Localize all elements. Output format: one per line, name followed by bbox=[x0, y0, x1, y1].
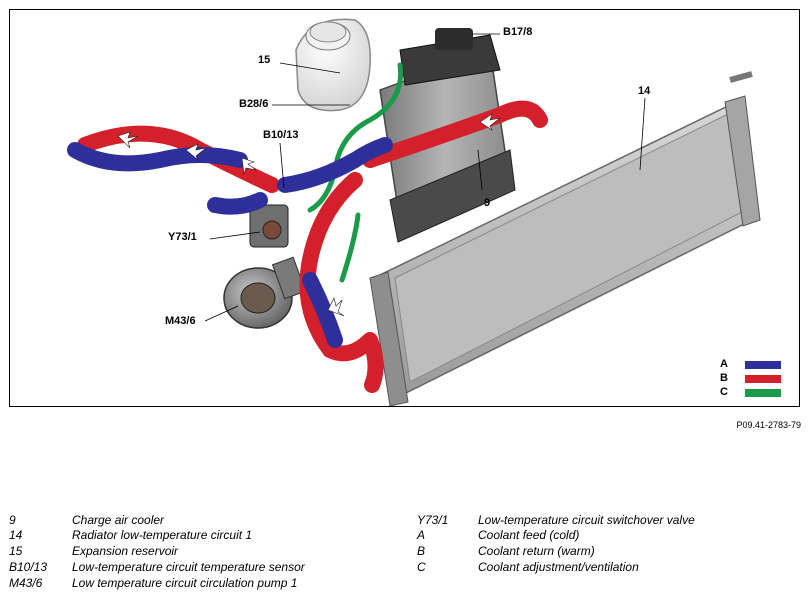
legend-swatch-a bbox=[745, 361, 781, 369]
key-code: 14 bbox=[9, 528, 23, 542]
key-code: 9 bbox=[9, 513, 16, 527]
expansion-reservoir bbox=[295, 18, 371, 112]
callout-9: 9 bbox=[484, 197, 491, 209]
callout-b17-8: B17/8 bbox=[503, 26, 533, 38]
callout-y73-1: Y73/1 bbox=[168, 231, 197, 243]
radiator-low-temp-circuit bbox=[369, 71, 761, 406]
feed-lines bbox=[67, 137, 393, 348]
flow-arrows bbox=[117, 113, 501, 317]
key-code: B10/13 bbox=[9, 560, 48, 574]
legend-letter-b: B bbox=[720, 372, 728, 384]
key-text: Low temperature circuit circulation pump… bbox=[72, 576, 298, 590]
circulation-pump bbox=[223, 256, 307, 329]
key-text: Coolant adjustment/ventilation bbox=[478, 560, 639, 574]
callout-b10-13: B10/13 bbox=[263, 129, 299, 141]
leader-lines bbox=[204, 33, 646, 322]
key-text: Charge air cooler bbox=[72, 513, 165, 527]
key-code: C bbox=[417, 560, 426, 574]
key-code: B bbox=[417, 544, 426, 558]
key-text: Low-temperature circuit switchover valve bbox=[478, 513, 695, 527]
callout-14: 14 bbox=[638, 85, 651, 97]
key-code: A bbox=[417, 528, 426, 542]
legend-swatch-b bbox=[745, 375, 781, 383]
legend-swatch-c bbox=[745, 389, 781, 397]
key-code: Y73/1 bbox=[417, 513, 449, 527]
key-text: Low-temperature circuit temperature sens… bbox=[72, 560, 305, 574]
cooling-circuit-illustration bbox=[67, 18, 761, 406]
legend-letter-a: A bbox=[720, 358, 728, 370]
callout-15: 15 bbox=[258, 54, 271, 66]
callout-m43-6: M43/6 bbox=[165, 315, 196, 327]
legend-letter-c: C bbox=[720, 386, 728, 398]
switchover-valve bbox=[249, 204, 289, 248]
key-text: Expansion reservoir bbox=[72, 544, 179, 558]
key-code: M43/6 bbox=[9, 576, 43, 590]
figure-id: P09.41-2783-79 bbox=[736, 420, 801, 430]
key-text: Radiator low-temperature circuit 1 bbox=[72, 528, 253, 542]
key-text: Coolant feed (cold) bbox=[478, 528, 580, 542]
callout-b28-6: B28/6 bbox=[239, 98, 269, 110]
key-code: 15 bbox=[9, 544, 23, 558]
key-text: Coolant return (warm) bbox=[478, 544, 595, 558]
vent-lines bbox=[307, 62, 404, 283]
diagram-frame: 15 B17/8 B28/6 B10/13 Y73/1 M43/6 9 14 A… bbox=[9, 9, 800, 407]
